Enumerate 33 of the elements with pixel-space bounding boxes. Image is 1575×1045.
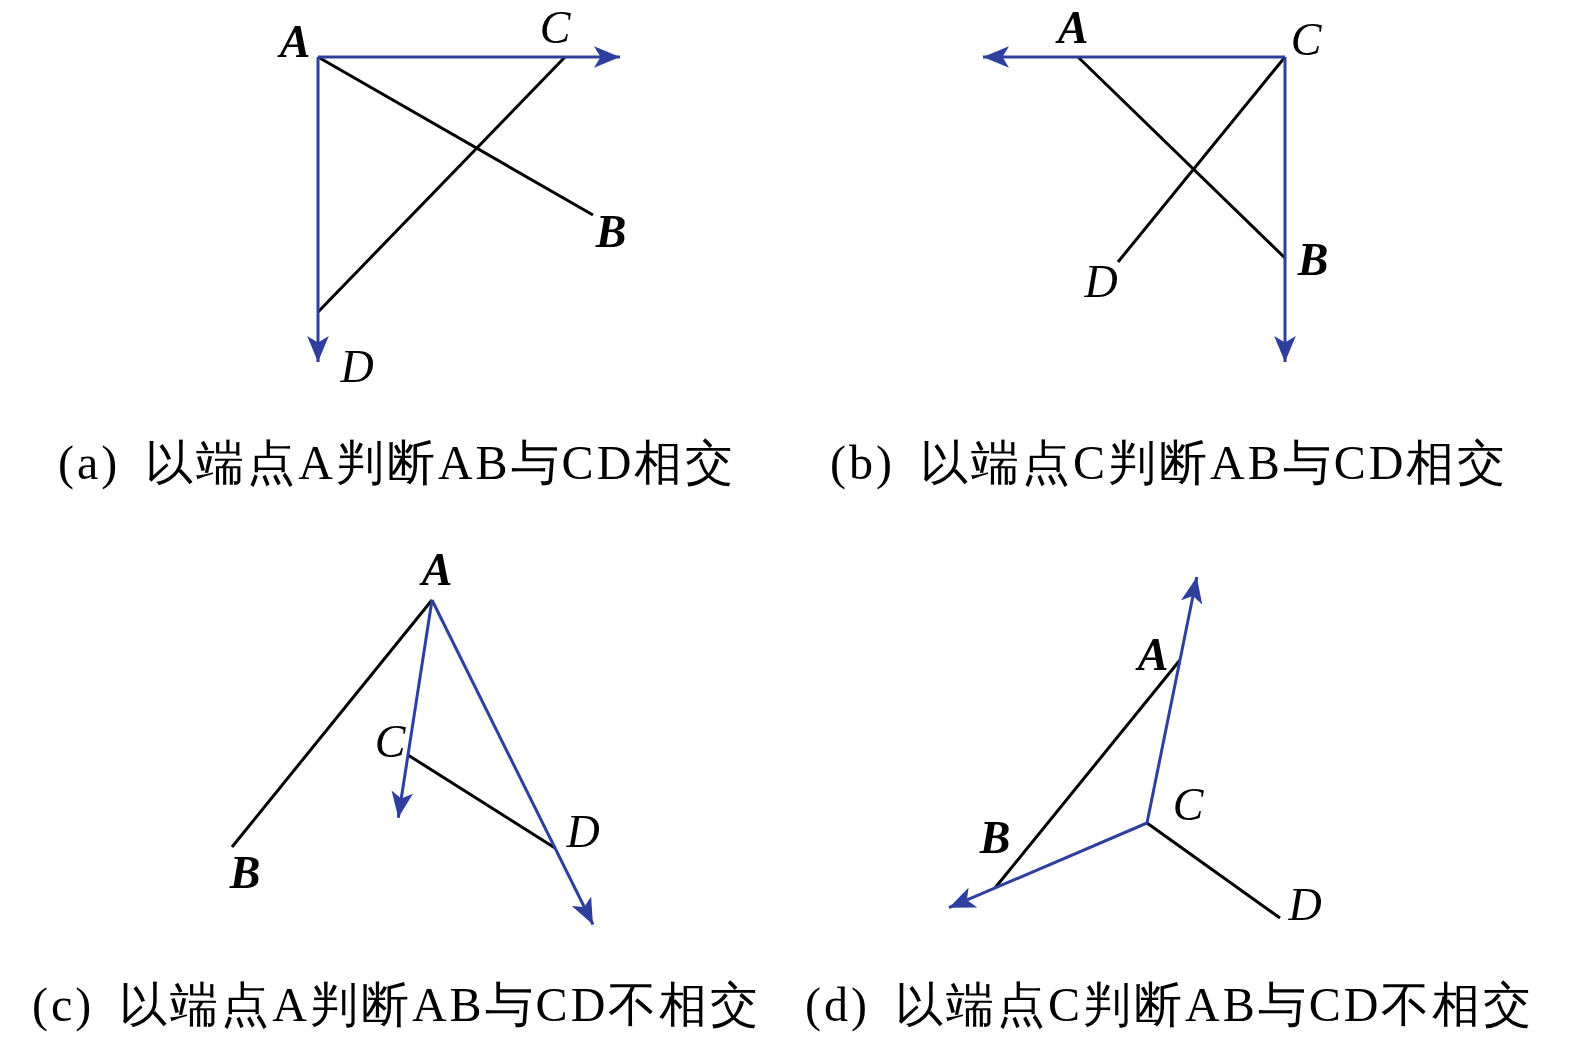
caption: (d) 以端点C判断AB与CD不相交 <box>805 978 1535 1032</box>
vector-arrow <box>1274 57 1296 362</box>
vector-arrow <box>430 599 595 926</box>
line-segment <box>230 599 434 848</box>
point-label: D <box>566 809 600 855</box>
vector-arrow <box>948 821 1148 910</box>
point-label: C <box>539 5 571 51</box>
point-label: A <box>1137 632 1169 678</box>
point-label: A <box>279 19 311 65</box>
vector-arrow <box>318 46 620 68</box>
caption: (b) 以端点C判断AB与CD相交 <box>830 436 1509 490</box>
point-label: C <box>374 719 406 765</box>
line-segment <box>1146 821 1281 920</box>
point-label: B <box>229 850 261 896</box>
point-label: D <box>340 344 374 390</box>
vector-arrow <box>307 57 329 362</box>
vector-arrow <box>983 46 1285 68</box>
point-label: A <box>1057 5 1089 51</box>
line-segment <box>1116 56 1287 263</box>
point-label: C <box>1290 17 1322 63</box>
point-label: B <box>1297 237 1329 283</box>
point-label: C <box>1172 782 1204 828</box>
point-label: B <box>595 209 627 255</box>
point-label: A <box>421 547 453 593</box>
vector-arrow <box>391 599 434 818</box>
caption: (a) 以端点A判断AB与CD相交 <box>58 436 737 490</box>
caption: (c) 以端点A判断AB与CD不相交 <box>32 978 762 1032</box>
line-segment <box>993 659 1182 889</box>
vector-arrow <box>1145 576 1203 824</box>
point-label: D <box>1288 882 1322 928</box>
point-label: D <box>1084 259 1118 305</box>
point-label: B <box>979 815 1011 861</box>
line-segment <box>407 753 556 850</box>
